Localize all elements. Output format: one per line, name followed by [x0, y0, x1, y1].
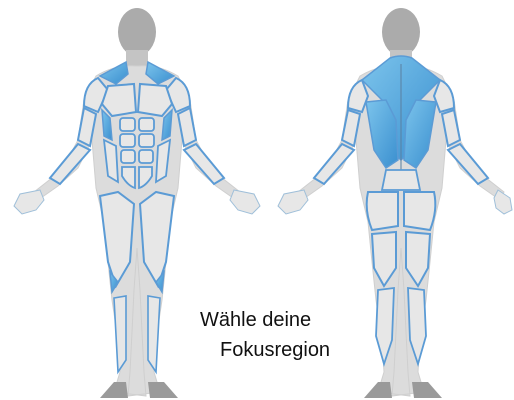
front-left-hand [14, 190, 44, 214]
front-pec-right[interactable] [138, 84, 172, 116]
back-left-hand [278, 190, 308, 214]
back-lower-back[interactable] [382, 170, 420, 190]
focus-region-prompt: Wähle deine Fokusregion [200, 305, 360, 365]
front-forearm-right[interactable] [184, 144, 224, 184]
back-right-foot [412, 382, 442, 398]
front-forearm-left[interactable] [50, 144, 90, 184]
front-right-foot [148, 382, 178, 398]
back-left-foot [364, 382, 392, 398]
front-shin-right[interactable] [148, 296, 160, 372]
front-left-foot [100, 382, 128, 398]
back-glute-left[interactable] [367, 192, 398, 230]
back-forearm-left[interactable] [314, 144, 354, 184]
front-right-hand [230, 190, 260, 214]
front-head [118, 8, 156, 56]
prompt-line-2: Fokusregion [200, 335, 360, 365]
back-glute-right[interactable] [404, 192, 435, 230]
front-shin-left[interactable] [114, 296, 126, 372]
back-head [382, 8, 420, 56]
back-forearm-right[interactable] [448, 144, 488, 184]
prompt-line-1: Wähle deine [200, 305, 360, 335]
front-pec-left[interactable] [102, 84, 136, 116]
back-right-hand [494, 190, 512, 214]
